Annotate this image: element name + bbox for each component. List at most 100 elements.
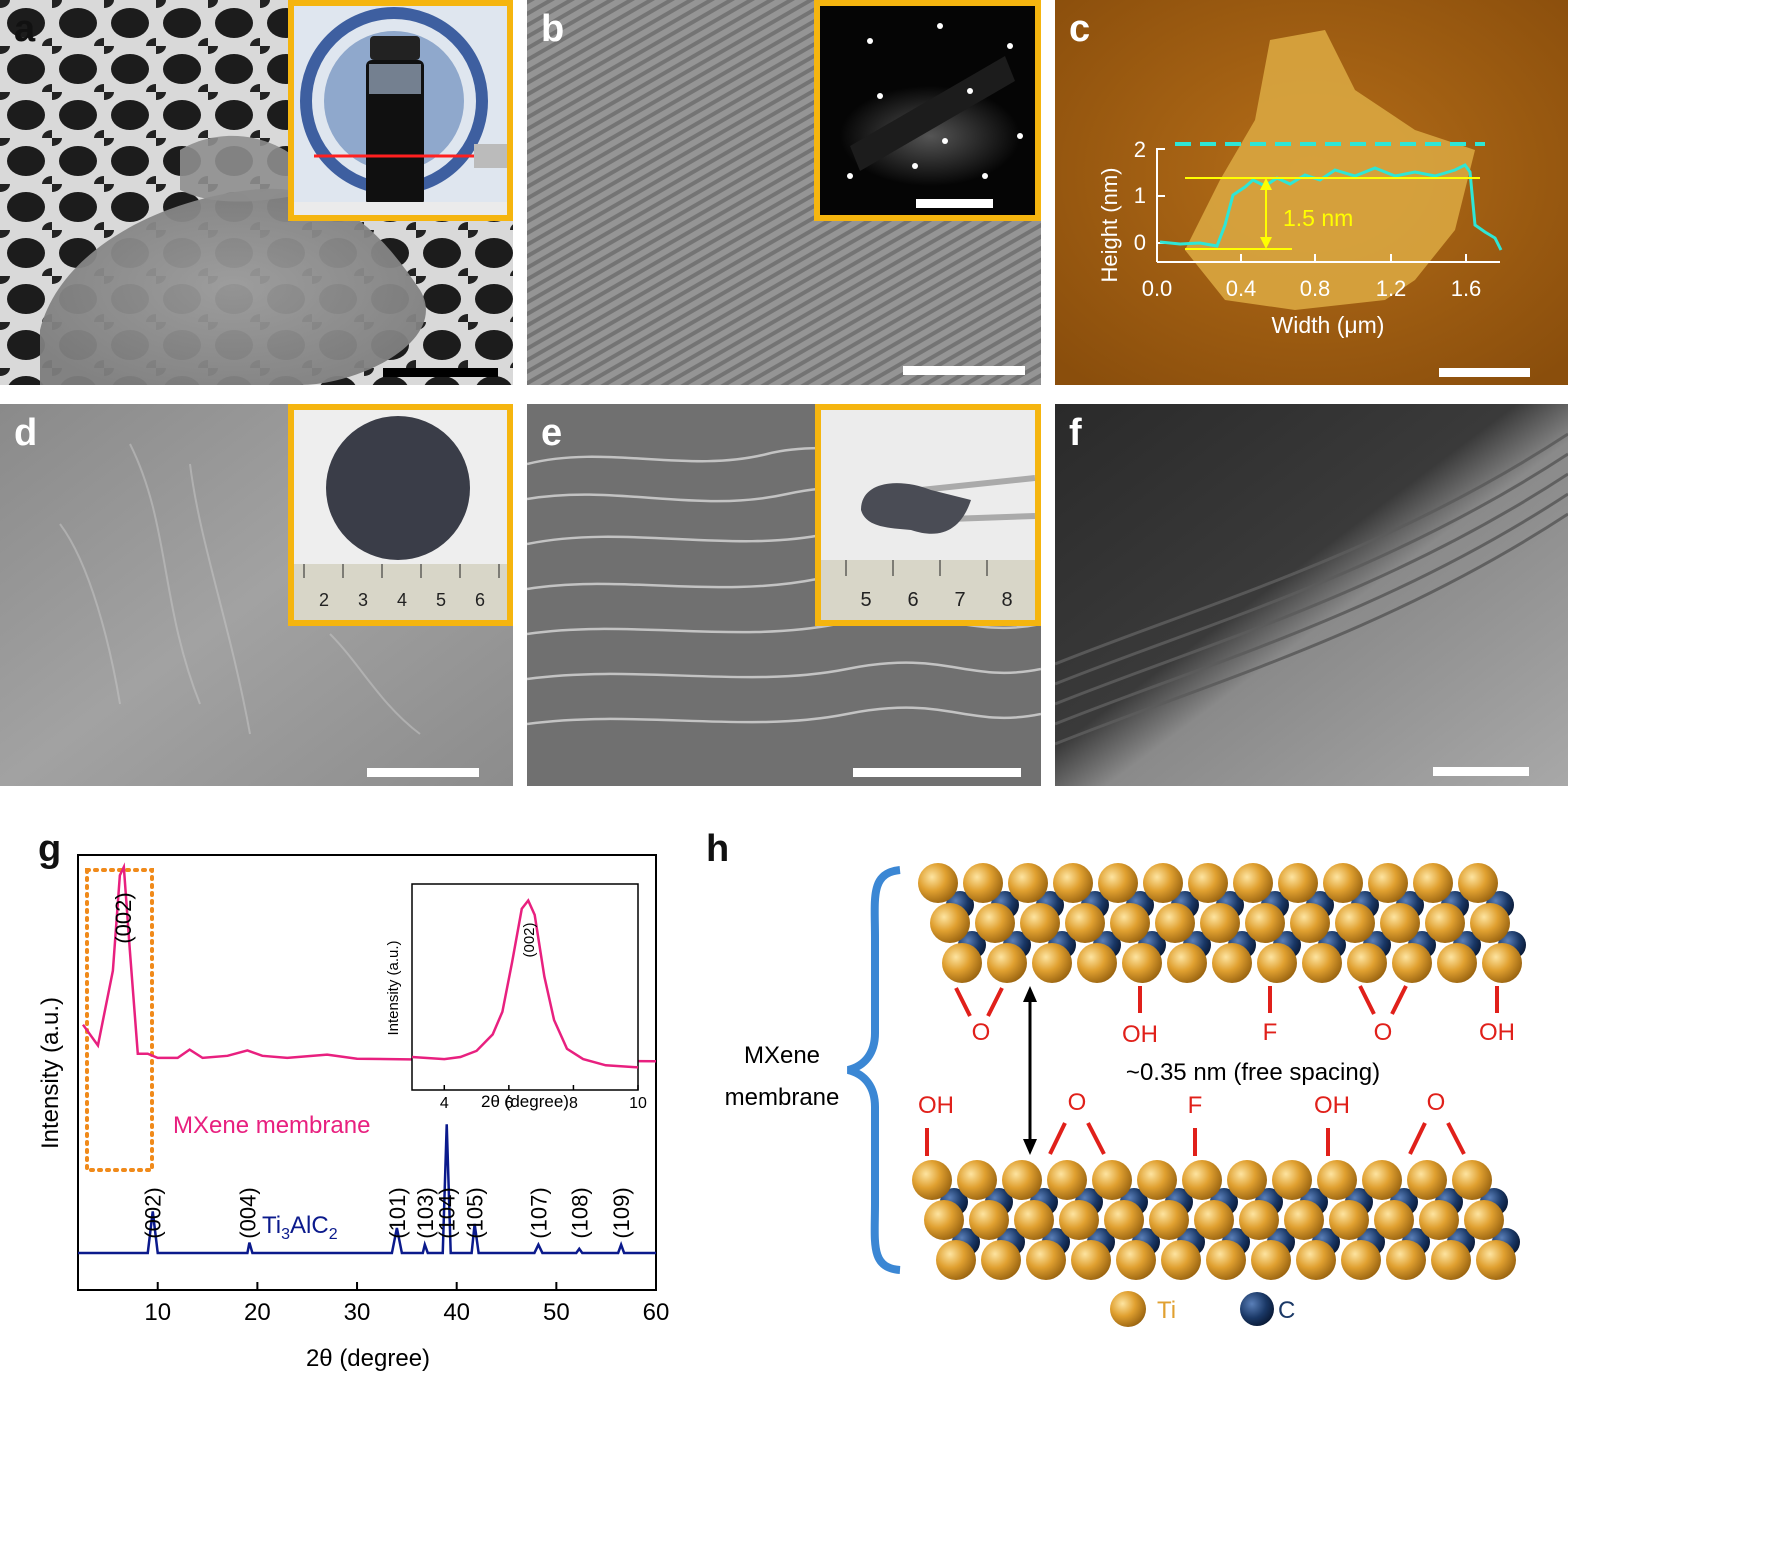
ti-atom bbox=[1437, 943, 1477, 983]
panel-a-sem-image: a bbox=[0, 0, 513, 385]
xrd-plot-frame bbox=[77, 854, 657, 1291]
ti-atom bbox=[1407, 1160, 1447, 1200]
ti-atom bbox=[1362, 1160, 1402, 1200]
ti-atom bbox=[912, 1160, 952, 1200]
x-tick-label: 50 bbox=[543, 1299, 570, 1326]
x-tick-label: 20 bbox=[244, 1299, 271, 1326]
termination-label: O bbox=[1427, 1089, 1446, 1116]
bottom-termination-bonds bbox=[925, 1122, 1466, 1156]
ti-atom bbox=[918, 863, 958, 903]
termination-label: F bbox=[1263, 1019, 1278, 1046]
ti-atom bbox=[930, 903, 970, 943]
ti-atom-legend-icon bbox=[1110, 1291, 1146, 1327]
x-tick-label: 60 bbox=[643, 1299, 670, 1326]
ti-atom bbox=[1194, 1200, 1234, 1240]
ti-atom bbox=[1239, 1200, 1279, 1240]
termination-label: OH bbox=[918, 1092, 954, 1119]
afm-x-label: Width (μm) bbox=[1272, 312, 1385, 338]
panel-letter-g: g bbox=[38, 828, 62, 870]
ti-atom bbox=[1458, 863, 1498, 903]
ti-atom bbox=[1212, 943, 1252, 983]
x-tick-label: 10 bbox=[144, 1299, 171, 1326]
afm-xtick: 0.8 bbox=[1300, 276, 1331, 301]
panel-c-afm-image: Height (nm) 2 1 0 0.0 0.4 0.8 1.2 1.6 Wi… bbox=[1055, 0, 1568, 385]
ti-atom bbox=[1419, 1200, 1459, 1240]
afm-height-map: Height (nm) 2 1 0 0.0 0.4 0.8 1.2 1.6 Wi… bbox=[1055, 0, 1568, 385]
peak-label: (109) bbox=[609, 1187, 634, 1238]
ti-atom bbox=[975, 903, 1015, 943]
ti-atom bbox=[1251, 1240, 1291, 1280]
arrow-head-down-icon bbox=[1023, 1139, 1037, 1155]
peak-label: (103) bbox=[413, 1187, 438, 1238]
c-atom-legend-icon bbox=[1240, 1292, 1274, 1326]
peak-label: (101) bbox=[385, 1187, 410, 1238]
inset-y-label: Intensity (a.u.) bbox=[385, 940, 402, 1035]
ruler-mark: 3 bbox=[358, 590, 368, 610]
peak-label: (004) bbox=[235, 1187, 260, 1238]
ti-atom bbox=[1476, 1240, 1516, 1280]
termination-label: O bbox=[1068, 1089, 1087, 1116]
termination-label: OH bbox=[1122, 1021, 1158, 1048]
ti-atom bbox=[1386, 1240, 1426, 1280]
ti-atom bbox=[1431, 1240, 1471, 1280]
spacing-label: ~0.35 nm (free spacing) bbox=[1126, 1059, 1380, 1086]
xrd-x-label: 2θ (degree) bbox=[306, 1345, 430, 1372]
ruler-mark: 4 bbox=[397, 590, 407, 610]
scale-bar bbox=[853, 768, 1021, 777]
ruler-mark: 6 bbox=[475, 590, 485, 610]
panel-h-schematic: h MXene membrane ~0.35 nm (free spacing) bbox=[700, 818, 1571, 1549]
brace-icon bbox=[846, 866, 901, 1274]
ti-atom bbox=[1059, 1200, 1099, 1240]
ti-atom bbox=[1014, 1200, 1054, 1240]
ti-atom bbox=[1374, 1200, 1414, 1240]
x-tick-label: 40 bbox=[443, 1299, 470, 1326]
ti-atom bbox=[1278, 863, 1318, 903]
ti-atom bbox=[981, 1240, 1021, 1280]
ti-atom bbox=[1092, 1160, 1132, 1200]
termination-label: O bbox=[972, 1019, 991, 1046]
vial-with-laser-icon bbox=[294, 6, 507, 215]
ti-atom bbox=[1026, 1240, 1066, 1280]
ti-atom bbox=[1464, 1200, 1504, 1240]
ti-atom bbox=[1284, 1200, 1324, 1240]
ti-atom bbox=[1200, 903, 1240, 943]
legend-c-label: C bbox=[1278, 1297, 1295, 1324]
inset-x-tick-label: 6 bbox=[504, 1095, 513, 1112]
ti-atom bbox=[957, 1160, 997, 1200]
ti-atom bbox=[1155, 903, 1195, 943]
ti-atom bbox=[1323, 863, 1363, 903]
ruler-mark: 5 bbox=[436, 590, 446, 610]
ti-atom bbox=[1182, 1160, 1222, 1200]
panel-b-hrtem-image: b bbox=[527, 0, 1041, 385]
membrane-disc-inset: 2 3 4 5 6 bbox=[288, 404, 513, 626]
afm-height-label: 1.5 nm bbox=[1283, 205, 1353, 231]
ti-atom bbox=[1161, 1240, 1201, 1280]
bent-membrane-inset: 5 6 7 8 bbox=[815, 404, 1041, 626]
ti-atom bbox=[942, 943, 982, 983]
ti-atom bbox=[1347, 943, 1387, 983]
ti-atom bbox=[1482, 943, 1522, 983]
afm-xtick: 1.2 bbox=[1376, 276, 1407, 301]
ti-atom bbox=[1290, 903, 1330, 943]
xrd-y-label: Intensity (a.u.) bbox=[37, 997, 64, 1149]
ruler-mark: 2 bbox=[319, 590, 329, 610]
ti-atom bbox=[1296, 1240, 1336, 1280]
x-tick-label: 30 bbox=[344, 1299, 371, 1326]
ti-atom bbox=[1143, 863, 1183, 903]
arrow-head-up-icon bbox=[1023, 986, 1037, 1002]
ti-atom bbox=[969, 1200, 1009, 1240]
vial-inset bbox=[288, 0, 513, 221]
ti-atom bbox=[1452, 1160, 1492, 1200]
inset-x-tick-label: 4 bbox=[440, 1095, 449, 1112]
ti-atom bbox=[1047, 1160, 1087, 1200]
ti-atom bbox=[1020, 903, 1060, 943]
afm-ytick: 0 bbox=[1134, 230, 1146, 255]
ti-atom bbox=[1110, 903, 1150, 943]
inset-x-tick-label: 8 bbox=[569, 1095, 578, 1112]
ti-atom bbox=[1149, 1200, 1189, 1240]
ti-atom bbox=[1137, 1160, 1177, 1200]
afm-ytick: 1 bbox=[1134, 183, 1146, 208]
bent-membrane-in-tweezers-icon: 5 6 7 8 bbox=[821, 410, 1035, 620]
termination-label: OH bbox=[1479, 1019, 1515, 1046]
scale-bar bbox=[1433, 767, 1529, 776]
